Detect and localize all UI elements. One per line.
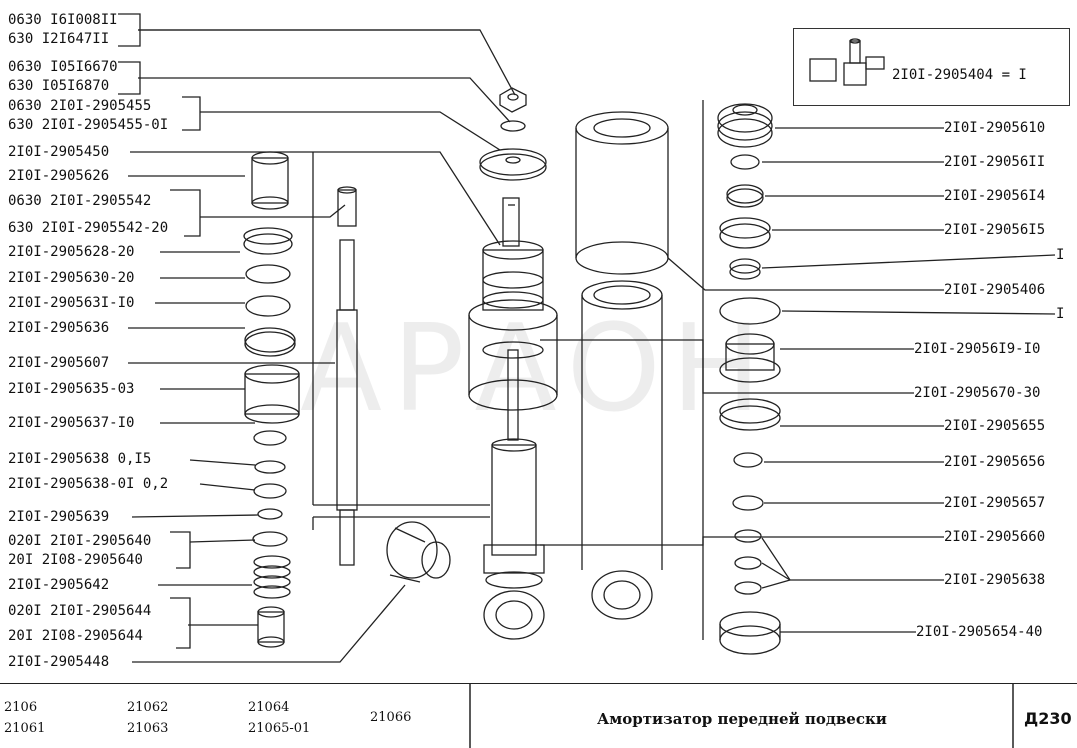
label-left-6: 2I0I-2905450	[8, 144, 110, 160]
kit-number: 2I0I-2905404 = I	[892, 67, 1027, 83]
label-left-22: 2I0I-2905642	[8, 577, 110, 593]
label-right-11: 2I0I-2905657	[944, 495, 1046, 511]
label-right-7: 2I0I-29056I9-I0	[914, 341, 1041, 357]
label-left-13: 2I0I-2905636	[8, 320, 110, 336]
label-left-3: 630 I05I6870	[8, 78, 110, 94]
label-right-12: 2I0I-2905660	[944, 529, 1046, 545]
model-21063: 21063	[127, 721, 169, 736]
kit-box-icon	[809, 38, 885, 86]
label-left-8: 0630 2I0I-2905542	[8, 193, 152, 209]
label-right-4: I	[1056, 247, 1065, 263]
label-right-14: 2I0I-2905654-40	[916, 624, 1043, 640]
label-left-20: 020I 2I0I-2905640	[8, 533, 152, 549]
label-left-5: 630 2I0I-2905455-0I	[8, 117, 169, 133]
label-right-13: 2I0I-2905638	[944, 572, 1046, 588]
label-left-11: 2I0I-2905630-20	[8, 270, 135, 286]
label-right-1: 2I0I-29056II	[944, 154, 1046, 170]
label-left-25: 2I0I-2905448	[8, 654, 110, 670]
label-left-14: 2I0I-2905607	[8, 355, 110, 371]
label-left-21: 20I 2I08-2905640	[8, 552, 143, 568]
label-left-12: 2I0I-290563I-I0	[8, 295, 135, 311]
label-left-1: 630 I2I647II	[8, 31, 110, 47]
label-left-24: 20I 2I08-2905644	[8, 628, 143, 644]
title-block: 2106 21061 21062 21063 21064 21065-01 21…	[0, 683, 1077, 748]
exploded-view-drawing	[118, 13, 1056, 663]
label-left-19: 2I0I-2905639	[8, 509, 110, 525]
label-right-0: 2I0I-2905610	[944, 120, 1046, 136]
model-21066: 21066	[370, 710, 412, 725]
label-right-10: 2I0I-2905656	[944, 454, 1046, 470]
label-left-18: 2I0I-2905638-0I 0,2	[8, 476, 169, 492]
label-left-23: 020I 2I0I-2905644	[8, 603, 152, 619]
label-left-17: 2I0I-2905638 0,I5	[8, 451, 152, 467]
label-left-4: 0630 2I0I-2905455	[8, 98, 152, 114]
label-right-8: 2I0I-2905670-30	[914, 385, 1041, 401]
model-2106: 2106	[4, 700, 38, 715]
model-21065-01: 21065-01	[248, 721, 311, 736]
label-left-16: 2I0I-2905637-I0	[8, 415, 135, 431]
repair-kit-inset: 2I0I-2905404 = I	[793, 28, 1070, 106]
model-21062: 21062	[127, 700, 169, 715]
label-right-5: 2I0I-2905406	[944, 282, 1046, 298]
label-left-9: 630 2I0I-2905542-20	[8, 220, 169, 236]
title-block-grid	[469, 684, 1014, 748]
label-right-2: 2I0I-29056I4	[944, 188, 1046, 204]
label-left-0: 0630 I6I008II	[8, 12, 118, 28]
label-left-10: 2I0I-2905628-20	[8, 244, 135, 260]
label-right-3: 2I0I-29056I5	[944, 222, 1046, 238]
watermark: АРАОН	[300, 300, 772, 439]
label-right-9: 2I0I-2905655	[944, 418, 1046, 434]
label-left-15: 2I0I-2905635-03	[8, 381, 135, 397]
drawing-code: Д230	[1024, 709, 1072, 728]
drawing-title: Амортизатор передней подвески	[597, 710, 887, 728]
model-21061: 21061	[4, 721, 46, 736]
label-left-2: 0630 I05I6670	[8, 59, 118, 75]
label-left-7: 2I0I-2905626	[8, 168, 110, 184]
model-21064: 21064	[248, 700, 290, 715]
label-right-6: I	[1056, 306, 1065, 322]
